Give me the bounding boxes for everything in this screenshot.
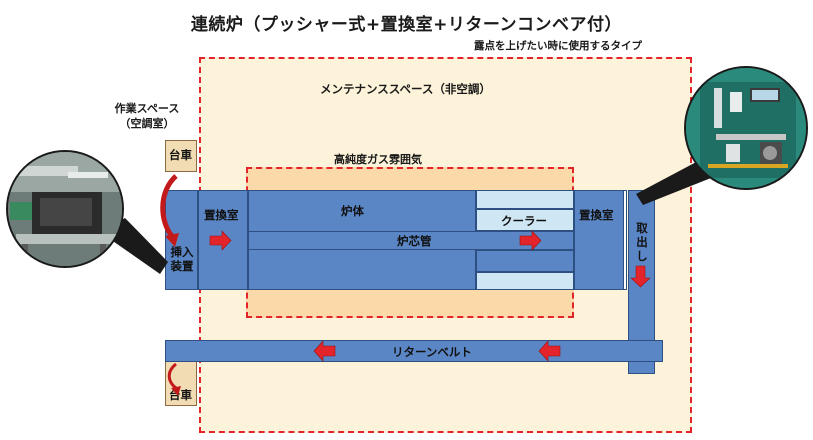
flow-arrow-right-icon: [209, 230, 232, 251]
curved-arrow-head-icon: [165, 233, 179, 247]
control-panel-photo-image: [686, 68, 806, 188]
cooler-label: クーラー: [501, 214, 547, 228]
insertion-device-label-line1: 挿入: [170, 245, 194, 259]
replacement-room-right-divider: [623, 190, 627, 290]
insertion-device-photo-image: [8, 152, 122, 266]
replacement-room-right-label: 置換室: [579, 208, 614, 222]
curved-arrow-bottom-icon: [167, 362, 178, 390]
work-space-label-line2: （空調室）: [119, 117, 175, 130]
insertion-device-label-line2: 装置: [170, 259, 194, 273]
control-panel-photo: [684, 66, 808, 190]
furnace-core-tube: 炉芯管: [248, 231, 574, 250]
flow-arrow-right-icon: [519, 230, 542, 251]
furnace-core-tube-label: 炉芯管: [397, 234, 432, 248]
flow-arrow-down-icon: [630, 265, 651, 288]
right-photo-callout: [636, 160, 716, 205]
diagram-title: 連続炉（プッシャー式+置換室+リターンコンベア付）: [190, 15, 623, 35]
cart-top: 台車: [165, 140, 197, 172]
flow-arrow-left-icon: [538, 340, 561, 362]
insertion-device-label: 挿入 装置: [168, 245, 196, 273]
work-space-label: 作業スペース （空調室）: [108, 101, 186, 131]
cooler-middle: [476, 250, 574, 272]
takeout-label-3: し: [636, 249, 648, 263]
cart-top-label: 台車: [169, 148, 192, 162]
cooler-upper: [476, 190, 574, 209]
maintenance-space-label: メンテナンススペース（非空調）: [320, 82, 491, 96]
takeout-label: 取 出 し: [634, 221, 650, 263]
high-purity-gas-label: 高純度ガス雰囲気: [334, 153, 422, 166]
replacement-room-right: 置換室: [574, 190, 624, 290]
diagram-subtitle: 露点を上げたい時に使用するタイプ: [474, 40, 642, 52]
insertion-device-photo: [6, 150, 124, 268]
return-belt-label: リターンベルト: [392, 345, 472, 359]
work-space-label-line1: 作業スペース: [114, 102, 180, 115]
takeout-label-2: 出: [636, 235, 648, 249]
cooler-band: クーラー: [476, 209, 574, 231]
cart-bottom: 台車: [165, 360, 197, 406]
flow-arrow-left-icon: [313, 340, 336, 362]
return-belt: リターンベルト: [165, 340, 663, 362]
cooler-lower: [476, 272, 574, 290]
replacement-room-left-label: 置換室: [204, 208, 239, 222]
takeout-label-1: 取: [636, 221, 648, 235]
curved-arrow-bottom-head-icon: [171, 386, 181, 396]
curved-arrow-down-icon: [160, 174, 178, 238]
furnace-body-label: 炉体: [341, 204, 364, 218]
